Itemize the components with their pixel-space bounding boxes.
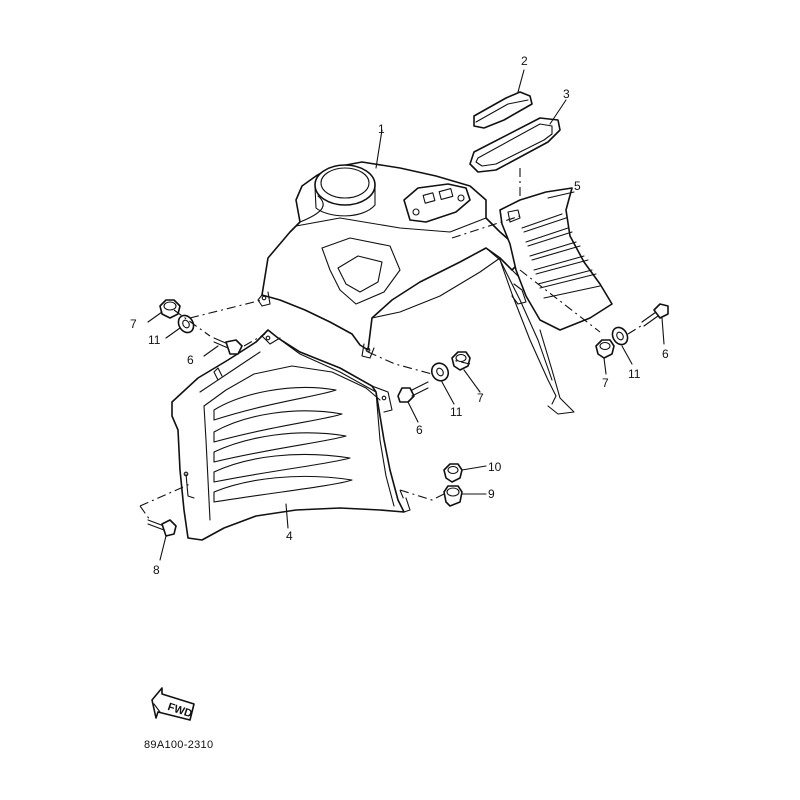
fastener-nut-10 <box>443 463 463 483</box>
forward-direction-arrow: FWD <box>151 687 195 721</box>
callout-7-left: 7 <box>130 317 137 331</box>
callout-11-center: 11 <box>450 405 463 419</box>
callout-9: 9 <box>488 487 495 501</box>
assembly-centerlines <box>139 168 645 521</box>
fastener-nut-7-center <box>451 351 471 371</box>
part-4-left-side-cover <box>171 329 411 541</box>
callout-4: 4 <box>286 529 293 543</box>
vent-slots-left <box>213 386 353 503</box>
leader-lines <box>147 69 665 561</box>
callout-3: 3 <box>563 87 570 101</box>
fastener-nut-7-left <box>159 299 181 319</box>
callout-11-right: 11 <box>628 367 641 381</box>
fastener-bolt-6-right <box>641 303 669 327</box>
callout-1: 1 <box>378 122 385 136</box>
drawing-code: 89A100-2310 <box>144 739 213 751</box>
part-1-front-cover <box>257 161 557 405</box>
fastener-screw-8 <box>147 519 177 537</box>
callout-10: 10 <box>488 460 502 474</box>
fastener-bolt-6-left <box>213 337 243 355</box>
callout-7-right: 7 <box>602 376 609 390</box>
part-3-gasket <box>469 117 561 173</box>
callout-11-left: 11 <box>148 333 161 347</box>
callout-7-center: 7 <box>477 391 484 405</box>
fastener-washer-11-right <box>611 326 629 346</box>
callout-2: 2 <box>521 54 528 68</box>
fastener-bolt-6-center <box>397 381 429 403</box>
callout-6-left: 6 <box>187 353 194 367</box>
callout-5: 5 <box>574 179 581 193</box>
callout-8: 8 <box>153 563 160 577</box>
callout-6-right: 6 <box>662 347 669 361</box>
part-2-lens <box>473 91 533 129</box>
callout-labels: 1 2 3 4 5 7 11 6 6 11 7 7 11 6 8 10 9 <box>130 54 669 577</box>
callout-6-center: 6 <box>416 423 423 437</box>
fastener-grommet-9 <box>443 485 463 507</box>
fastener-washer-11-center <box>430 362 450 382</box>
fastener-nut-7-right <box>595 339 615 359</box>
part-5-right-side-cover <box>499 187 613 415</box>
